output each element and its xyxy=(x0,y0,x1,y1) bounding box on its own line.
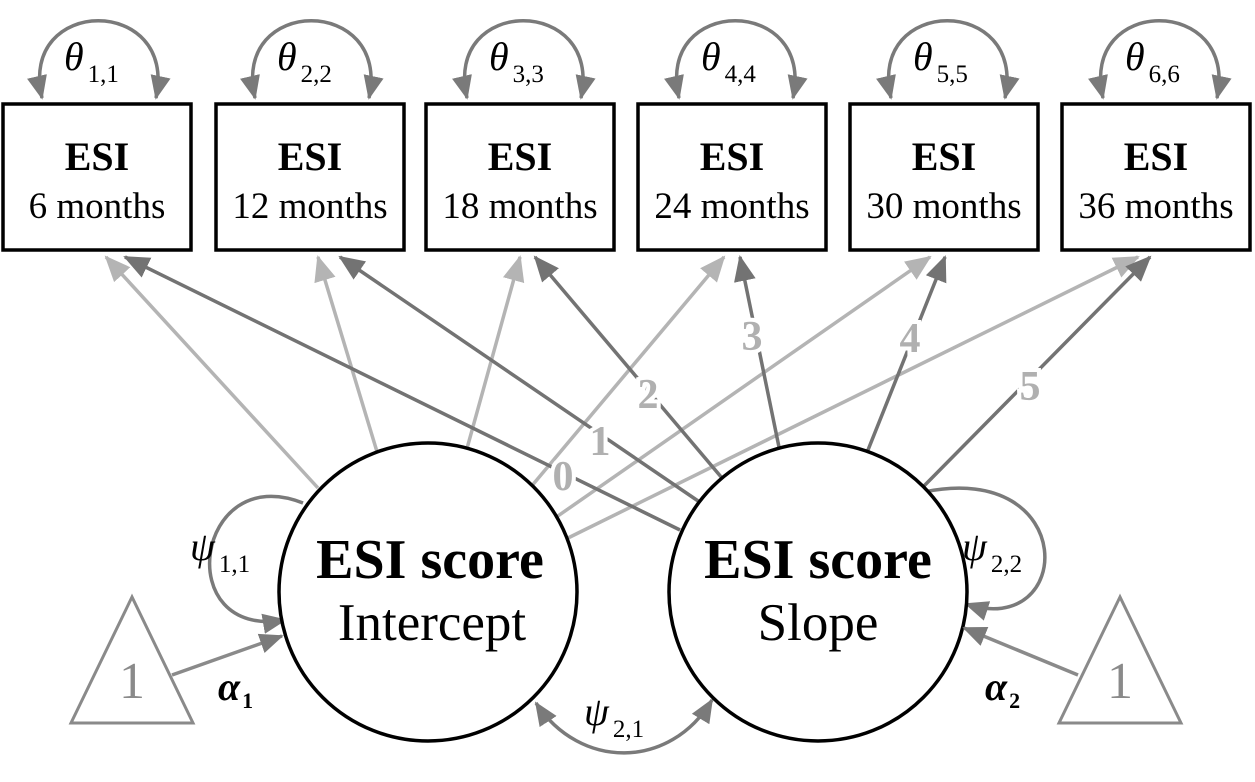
alpha-path-intercept xyxy=(171,633,284,677)
latent-slope: ESI score Slope xyxy=(667,441,969,743)
indicator-subtitle: 24 months xyxy=(654,186,809,227)
theta-arc-2 xyxy=(240,19,384,100)
slope-path-12m xyxy=(338,255,705,507)
indicator-title: ESI xyxy=(65,134,130,179)
theta-arc-3 xyxy=(452,19,596,100)
psi-arc-slope xyxy=(923,486,1047,621)
indicator-box-36m: ESI 36 months xyxy=(1060,102,1252,252)
latent-subtitle: Intercept xyxy=(338,594,527,652)
psi-arc-covariance xyxy=(534,698,714,755)
slope-path-6m xyxy=(123,255,681,532)
alpha-label-intercept: α1 xyxy=(218,664,253,713)
latent-intercept: ESI score Intercept xyxy=(277,441,579,743)
theta-arc-1 xyxy=(27,19,171,100)
intercept-path-36m xyxy=(567,255,1140,540)
indicator-box-24m: ESI 24 months xyxy=(636,102,828,252)
indicator-box-6m: ESI 6 months xyxy=(1,102,193,252)
indicator-subtitle: 18 months xyxy=(442,186,597,227)
latent-title: ESI score xyxy=(316,529,544,591)
indicator-title: ESI xyxy=(1124,134,1189,179)
psi-arc-intercept xyxy=(208,494,304,634)
intercept-path-18m xyxy=(464,255,525,453)
indicator-subtitle: 36 months xyxy=(1078,186,1233,227)
loading-label-36m: 4 xyxy=(900,316,921,362)
alpha-path-slope xyxy=(962,626,1079,677)
indicator-title: ESI xyxy=(278,134,343,179)
alpha-label-slope: α2 xyxy=(985,664,1020,713)
indicator-box-30m: ESI 30 months xyxy=(848,102,1040,252)
intercept-loadings xyxy=(104,255,1140,540)
theta-arc-4 xyxy=(664,19,808,100)
loading-label-30m: 3 xyxy=(742,314,763,360)
indicator-subtitle: 30 months xyxy=(866,186,1021,227)
mean-constant-left: 1 xyxy=(68,593,196,725)
residual-variance-arcs xyxy=(27,19,1232,100)
indicator-title: ESI xyxy=(912,134,977,179)
theta-arc-6 xyxy=(1088,19,1232,100)
latent-subtitle: Slope xyxy=(758,594,879,652)
loading-label-24m: 2 xyxy=(638,372,659,418)
indicator-title: ESI xyxy=(488,134,553,179)
constant-label: 1 xyxy=(1107,653,1133,710)
intercept-path-24m xyxy=(528,255,726,490)
intercept-path-6m xyxy=(104,255,320,490)
indicator-subtitle: 6 months xyxy=(29,186,166,227)
slope-path-30m xyxy=(864,255,947,456)
indicator-title: ESI xyxy=(700,134,765,179)
intercept-path-30m xyxy=(554,255,932,520)
constant-label: 1 xyxy=(119,653,145,710)
slope-path-36m xyxy=(920,255,1152,490)
indicator-box-12m: ESI 12 months xyxy=(214,102,406,252)
intercept-path-12m xyxy=(314,255,380,456)
mean-constant-right: 1 xyxy=(1056,593,1184,725)
slope-path-24m xyxy=(734,255,782,453)
indicator-box-18m: ESI 18 months xyxy=(424,102,616,252)
indicator-subtitle: 12 months xyxy=(232,186,387,227)
slope-path-18m xyxy=(533,255,724,480)
loading-label-18m: 1 xyxy=(590,419,611,465)
loading-labels: 0 1 2 3 4 5 xyxy=(549,310,1045,504)
indicator-boxes: ESI 6 months ESI 12 months ESI 18 months… xyxy=(1,102,1252,252)
latent-title: ESI score xyxy=(704,529,932,591)
loading-label-12m: 0 xyxy=(553,454,574,500)
theta-arc-5 xyxy=(876,19,1020,100)
slope-loadings xyxy=(123,255,1152,532)
loading-label-extra: 5 xyxy=(1020,364,1041,410)
